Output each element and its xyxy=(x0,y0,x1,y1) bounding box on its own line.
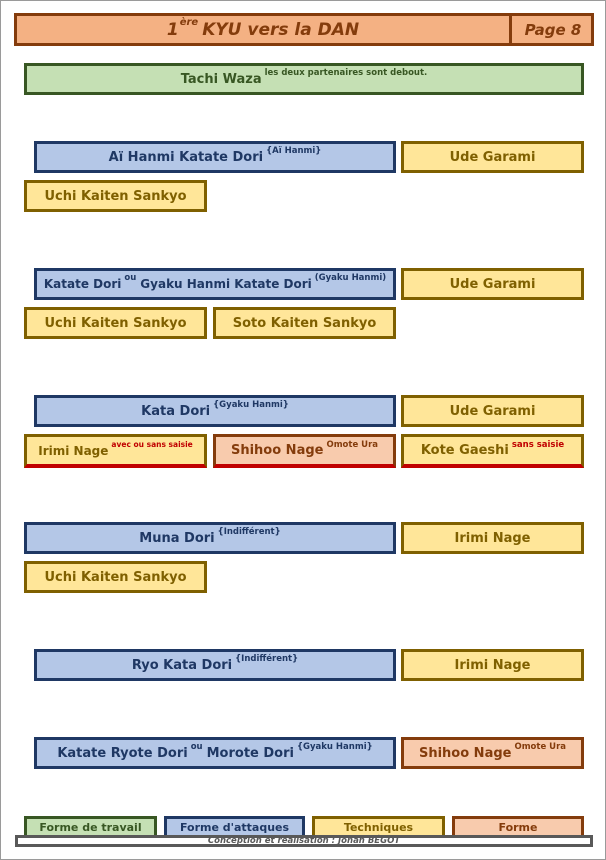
technique-label: Shihoo Nage xyxy=(418,745,512,761)
technique-label: Uchi Kaiten Sankyo xyxy=(44,569,187,585)
technique-label: Ude Garami xyxy=(449,149,536,165)
technique-label: Uchi Kaiten Sankyo xyxy=(44,315,187,331)
technique-box: Irimi Nage xyxy=(401,649,584,681)
technique-variant: sans saisie xyxy=(511,439,565,450)
attack-stance: {Gyaku Hanmi} xyxy=(213,400,289,410)
technique-label: Irimi Nage xyxy=(38,443,109,458)
technique-box: Ude Garami xyxy=(401,395,584,427)
technique-label: Soto Kaiten Sankyo xyxy=(232,315,377,331)
technique-forms: Omote Ura xyxy=(326,439,379,450)
attack-box: Ryo Kata Dori{Indifférent} xyxy=(34,649,396,681)
technique-label: Irimi Nage xyxy=(454,657,531,673)
technique-label: Uchi Kaiten Sankyo xyxy=(44,188,187,204)
page-number: Page 8 xyxy=(524,20,582,39)
attack-stance: {Gyaku Hanmi} xyxy=(296,742,373,752)
attack-label: Kata Dori xyxy=(141,403,211,419)
attack-label-alt: Gyaku Hanmi Katate Dori xyxy=(140,277,312,291)
footer-text: Conception et réalisation : Johan BÉGOT xyxy=(207,836,401,846)
technique-box: Ude Garami xyxy=(401,268,584,300)
technique-label: Ude Garami xyxy=(449,276,536,292)
attack-or: ou xyxy=(190,742,203,752)
technique-forms: Omote Ura xyxy=(514,742,567,752)
technique-box: Irimi Nage xyxy=(401,522,584,554)
attack-or: ou xyxy=(124,273,137,283)
technique-box: Uchi Kaiten Sankyo xyxy=(24,307,207,339)
section-label: Tachi Waza xyxy=(180,71,262,87)
attack-label: Ryo Kata Dori xyxy=(131,657,233,673)
attack-label: Aï Hanmi Katate Dori xyxy=(108,149,264,165)
legend-attack-form: Forme d'attaques xyxy=(164,816,305,838)
attack-box: Muna Dori{Indifférent} xyxy=(24,522,396,554)
title-text: KYU vers la DAN xyxy=(202,19,360,40)
technique-variant: avec ou sans saisie xyxy=(111,440,193,449)
technique-box: Ude Garami xyxy=(401,141,584,173)
technique-label: Irimi Nage xyxy=(454,530,531,546)
legend-label: Techniques xyxy=(343,820,414,834)
technique-label: Kote Gaeshi xyxy=(420,443,509,458)
attack-stance: {Indifférent} xyxy=(235,654,299,664)
title-grade-suffix: ère xyxy=(179,17,199,28)
technique-label: Ude Garami xyxy=(449,403,536,419)
attack-box: Kata Dori{Gyaku Hanmi} xyxy=(34,395,396,427)
attack-stance: {Indifférent} xyxy=(217,527,281,537)
attack-label: Katate Ryote Dori xyxy=(57,745,188,761)
legend-label: Forme d'attaques xyxy=(179,820,290,834)
technique-box: Soto Kaiten Sankyo xyxy=(213,307,396,339)
title-grade-number: 1 xyxy=(166,19,179,40)
attack-label-alt: Morote Dori xyxy=(206,745,294,761)
attack-label: Muna Dori xyxy=(139,530,215,546)
section-note: les deux partenaires sont debout. xyxy=(264,68,428,78)
legend-label: Forme de travail xyxy=(39,820,142,834)
technique-box: Uchi Kaiten Sankyo xyxy=(24,561,207,593)
attack-stance: (Gyaku Hanmi) xyxy=(314,273,387,283)
technique-label: Shihoo Nage xyxy=(230,443,324,458)
attack-box: Aï Hanmi Katate Dori{Aï Hanmi} xyxy=(34,141,396,173)
footer-credit: Conception et réalisation : Johan BÉGOT xyxy=(15,835,593,847)
technique-box: Uchi Kaiten Sankyo xyxy=(24,180,207,212)
legend-label: Forme xyxy=(498,820,538,834)
attack-label: Katate Dori xyxy=(43,277,122,291)
attack-stance: {Aï Hanmi} xyxy=(266,146,322,156)
